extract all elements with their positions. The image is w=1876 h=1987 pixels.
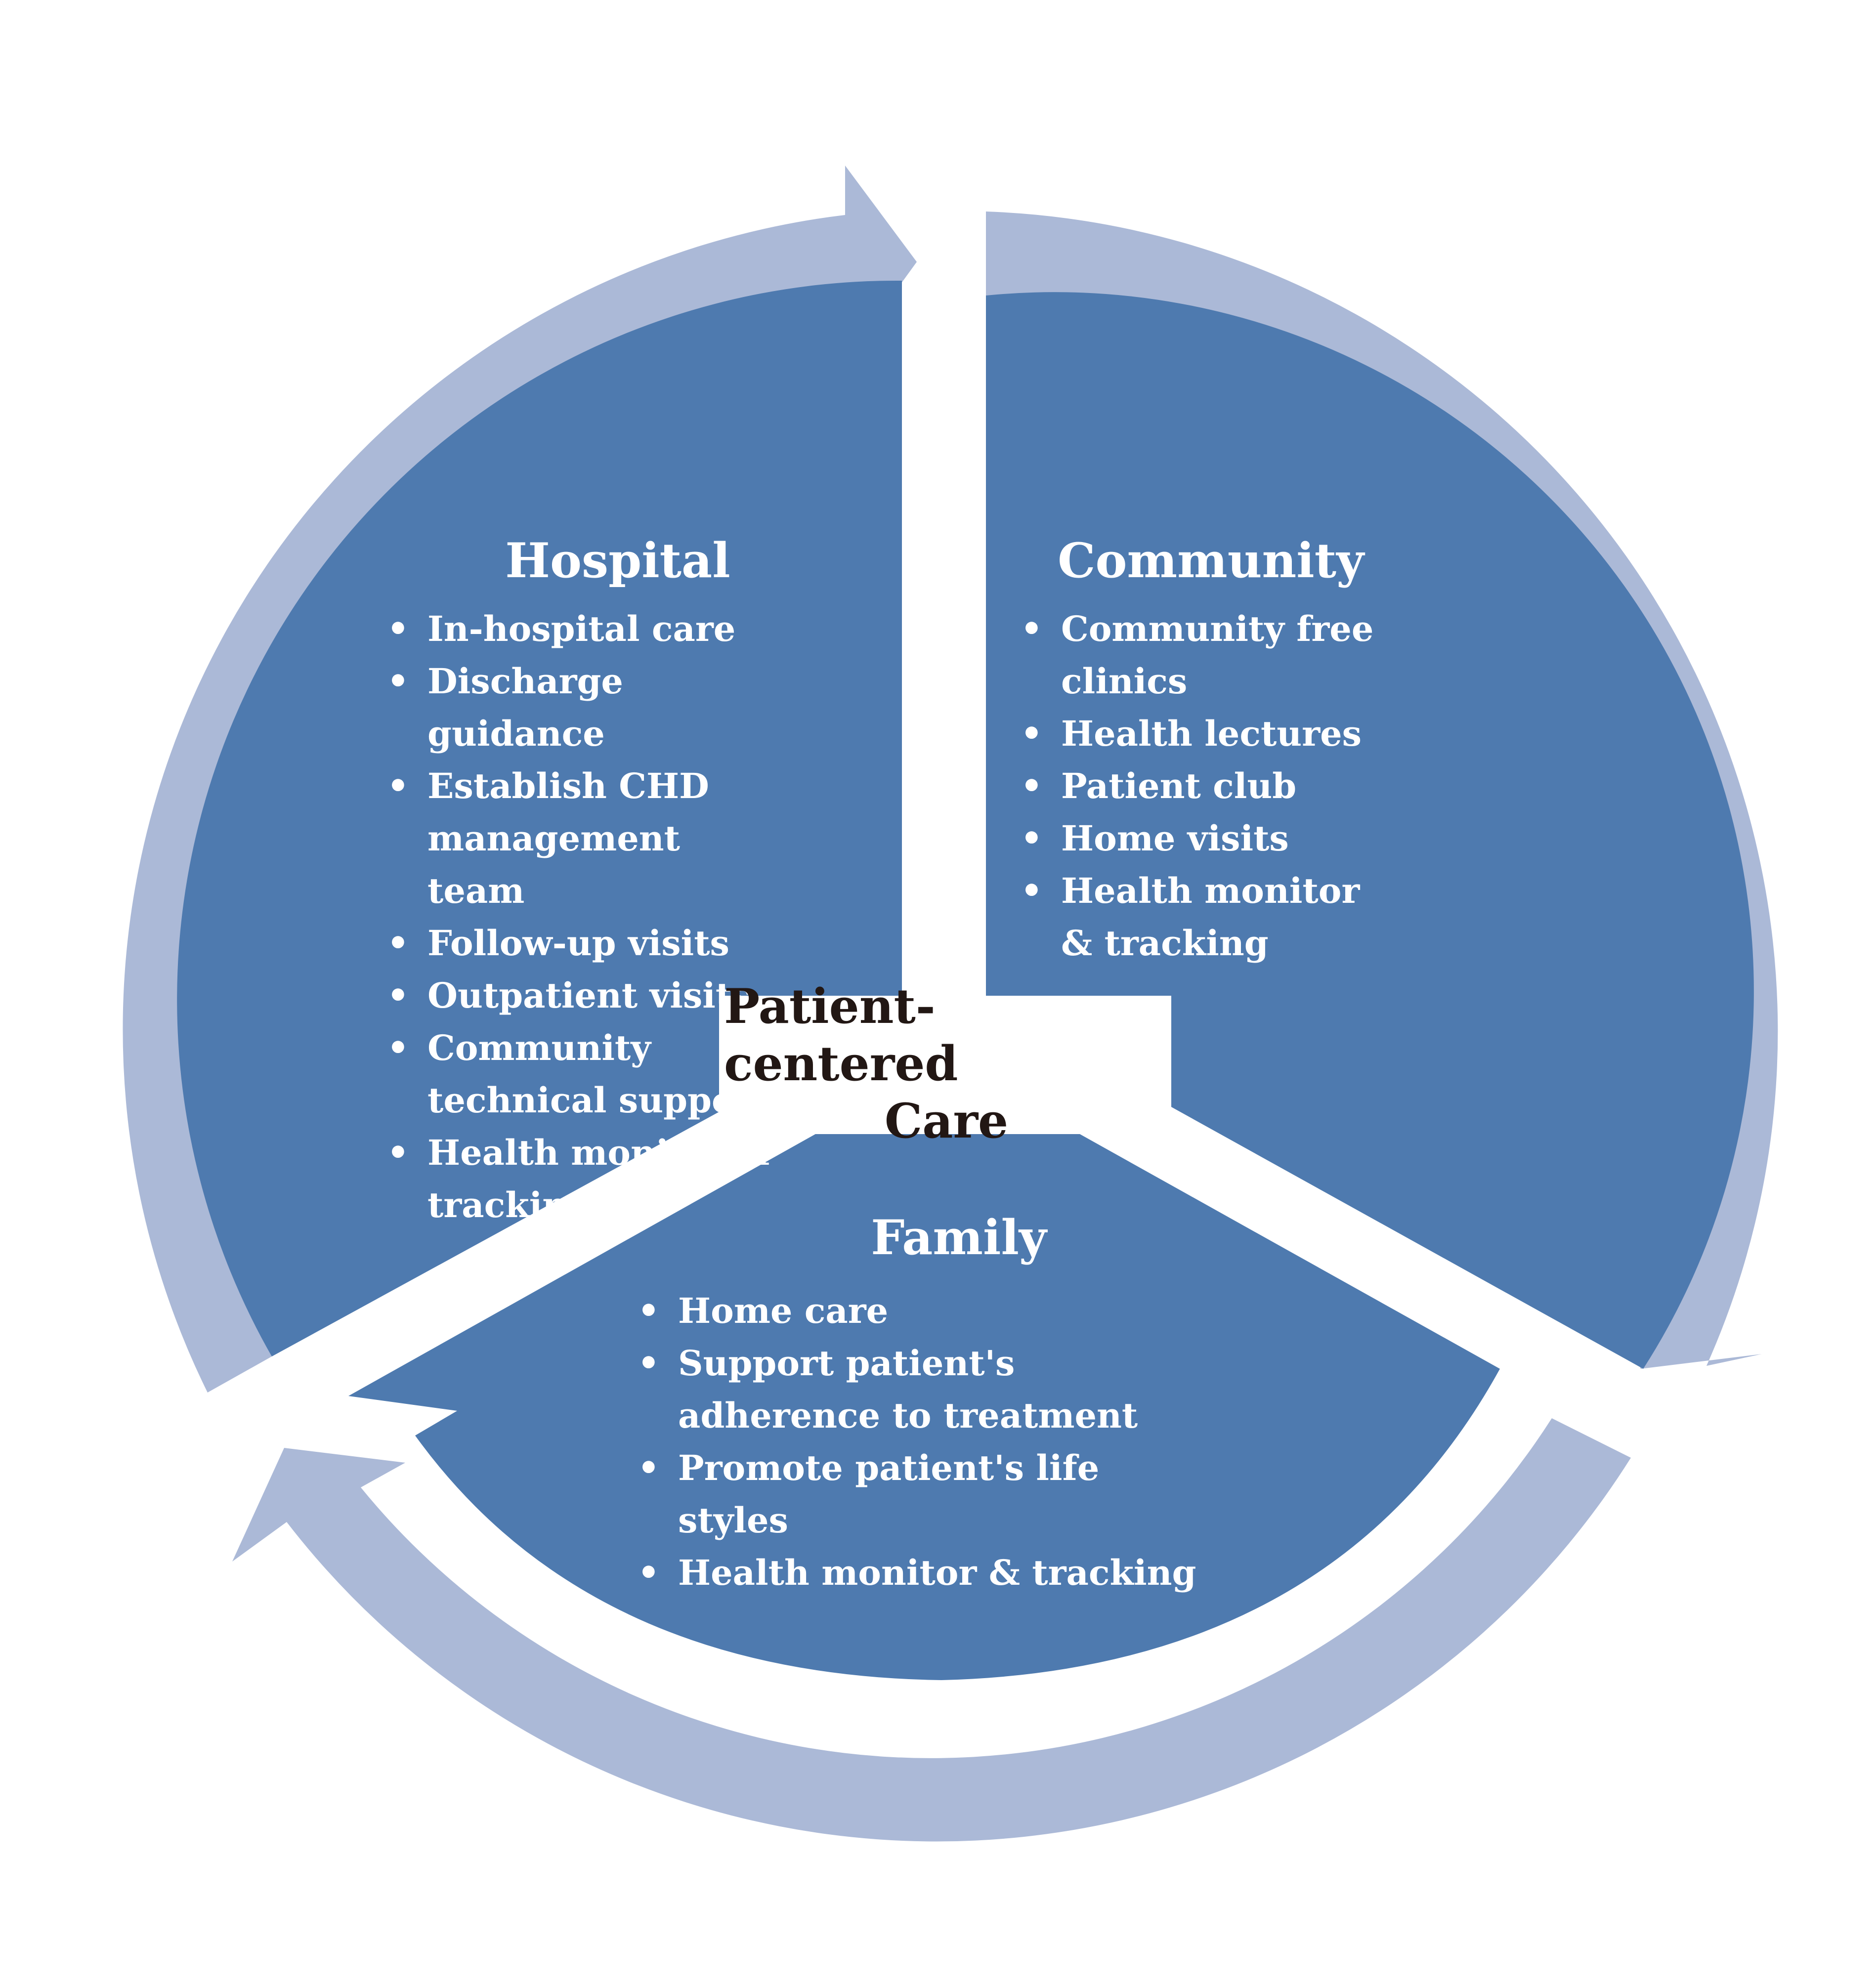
list-item: Community technical support <box>387 1022 772 1127</box>
list-item: Health monitor & tracking <box>1021 865 1377 970</box>
list-item: In-hospital care <box>387 603 772 655</box>
list-item: Discharge guidance <box>387 655 772 760</box>
family-item-list: Home care Support patient's adherence to… <box>638 1285 1221 1599</box>
arrow-family-to-hospital <box>232 1418 1631 1842</box>
arrow-community-to-family <box>986 211 1778 1369</box>
list-item: Patient club <box>1021 760 1465 812</box>
list-item: Home care <box>638 1285 1221 1337</box>
list-item: Promote patient's life styles <box>638 1442 1221 1547</box>
list-item: Community free clinics <box>1021 603 1465 708</box>
family-title: Family <box>871 1210 1047 1266</box>
list-item: Health lectures <box>1021 708 1465 760</box>
list-item: Support patient's adherence to treatment <box>638 1337 1192 1442</box>
list-item: Health monitor & tracking <box>387 1127 772 1231</box>
list-item: Outpatient visits <box>387 970 772 1022</box>
list-item: Establish CHD management team <box>387 760 772 917</box>
hospital-item-list: In-hospital care Discharge guidance Esta… <box>387 603 772 1231</box>
list-item: Follow-up visits <box>387 917 772 970</box>
center-label-line2: Care <box>884 1093 1009 1149</box>
list-item: Home visits <box>1021 812 1465 865</box>
list-item: Health monitor & tracking <box>638 1547 1221 1599</box>
hospital-title: Hospital <box>505 533 730 589</box>
center-label-line1: Patient-centered <box>724 978 958 1092</box>
center-label: Patient-centered Care <box>724 978 1169 1149</box>
community-title: Community <box>1058 533 1364 589</box>
community-item-list: Community free clinics Health lectures P… <box>1021 603 1465 970</box>
